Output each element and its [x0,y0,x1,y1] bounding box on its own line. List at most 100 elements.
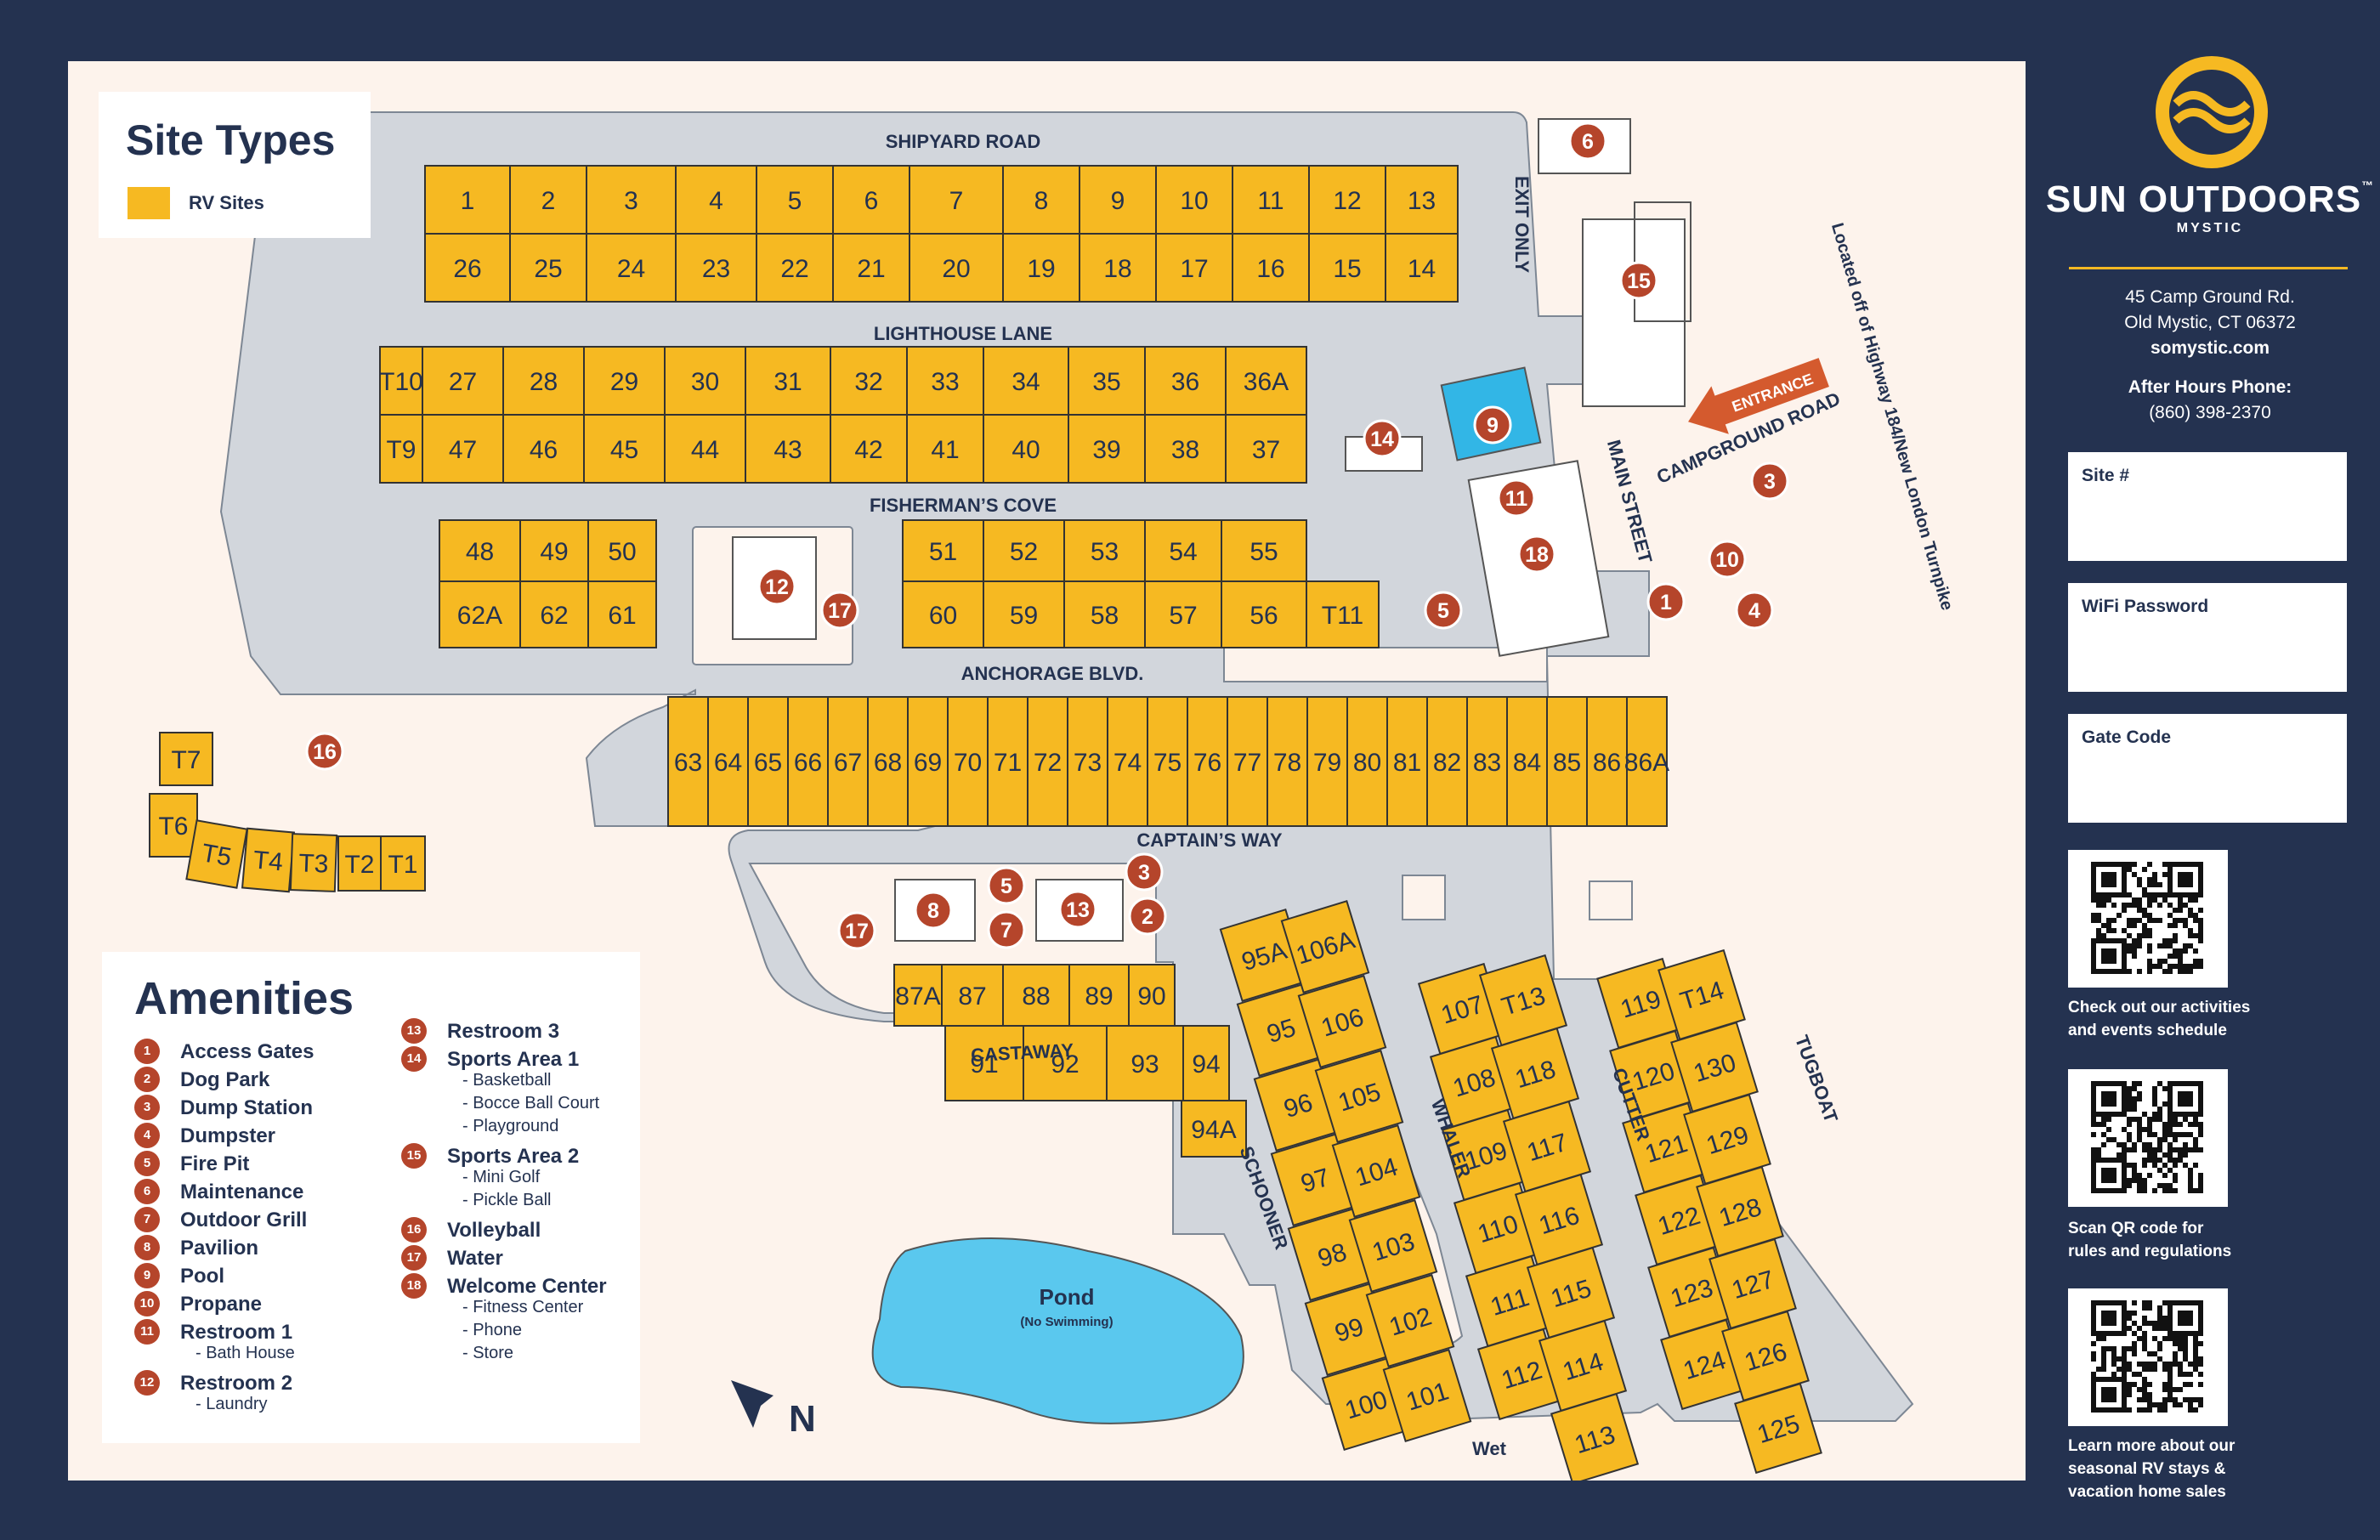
marker-3: 3 [1125,852,1164,892]
site-box [675,233,757,303]
site-T7: T7 [159,732,213,786]
amenity-label: Restroom 2 [180,1372,293,1395]
qr-code-icon [2091,1300,2203,1413]
site-label: 79 [1313,749,1341,777]
site-78: 78 [1266,696,1308,827]
amenity-label: Restroom 3 [447,1020,560,1043]
marker-9: 9 [1473,405,1512,444]
site-5: 5 [756,165,834,235]
site-114: 114 [1538,1319,1628,1413]
site-50: 50 [587,519,657,582]
marker-number: 4 [1748,599,1760,623]
site-box [1348,1198,1438,1294]
qr-code-seasonal[interactable] [2068,1288,2228,1426]
site-label: 1 [461,187,475,215]
site-34: 34 [983,346,1069,416]
site-41: 41 [906,414,984,484]
amenity-sub: - Basketball [462,1071,552,1090]
amenity-label: Propane [180,1293,263,1316]
gate-code-field[interactable]: Gate Code [2068,714,2347,823]
site-label: 32 [854,368,882,396]
site-106A: 106A [1280,899,1370,994]
marker-number: 8 [927,899,939,923]
site-13: 13 [1385,165,1459,235]
site-box [756,233,834,303]
site-87: 87 [941,964,1004,1027]
site-box [1144,414,1227,484]
site-64: 64 [707,696,749,827]
site-box [944,1025,1024,1101]
qr-code-rules[interactable] [2068,1069,2228,1207]
site-box [1063,580,1146,648]
site-box [586,165,677,235]
site-label: 82 [1433,749,1461,777]
site-94A: 94A [1181,1100,1247,1158]
site-types-title: Site Types [126,116,336,164]
site-label: 36 [1171,368,1199,396]
site-label: T2 [344,851,374,879]
website-link[interactable]: somystic.com [2150,338,2270,358]
amenity-marker-15: 15 [401,1143,427,1169]
wifi-password-field[interactable]: WiFi Password [2068,583,2347,692]
site-label: 62A [457,602,502,630]
site-105: 105 [1314,1049,1404,1144]
site-69: 69 [907,696,949,827]
site-box [1144,346,1227,416]
site-25: 25 [509,233,587,303]
amenity-marker-17: 17 [401,1245,427,1271]
road-lighthouse: LIGHTHOUSE LANE [874,323,1052,344]
site-84: 84 [1506,696,1548,827]
site-label: 77 [1233,749,1261,777]
site-box [832,233,910,303]
marker-4: 4 [1735,591,1774,630]
site-55: 55 [1221,519,1307,582]
site-box [787,696,829,827]
site-box [1426,696,1468,827]
site-label: 81 [1393,749,1421,777]
site-label: 39 [1092,436,1120,464]
amenity-marker-10: 10 [134,1291,160,1316]
site-box [586,233,677,303]
amenity-marker-12: 12 [134,1370,160,1396]
site-label: 56 [1250,602,1278,630]
site-label: T6 [158,812,188,841]
site-box [424,233,511,303]
site-48: 48 [439,519,521,582]
road-tugboat: TUGBOAT [1791,1033,1842,1126]
site-70: 70 [947,696,989,827]
site-label: T5 [200,839,234,872]
site-73: 73 [1067,696,1108,827]
site-box [1225,414,1307,484]
site-30: 30 [664,346,746,416]
site-36: 36 [1144,346,1227,416]
site-label: 5 [788,187,802,215]
site-label: 9 [1111,187,1125,215]
site-53: 53 [1063,519,1146,582]
site-label: 3 [624,187,638,215]
amenity-marker-8: 8 [134,1235,160,1260]
site-label: 43 [774,436,802,464]
site-box [1546,696,1588,827]
site-label: T4 [252,846,284,877]
amenity-sub: - Store [462,1344,514,1362]
amenity-label: Dog Park [180,1068,270,1091]
site-3: 3 [586,165,677,235]
site-57: 57 [1144,580,1222,648]
site-number-field[interactable]: Site # [2068,452,2347,561]
site-label: 69 [914,749,942,777]
site-box [745,346,831,416]
rv-swatch [128,187,170,219]
marker-number: 18 [1525,543,1549,567]
site-label: 7 [949,187,964,215]
site-box [1068,964,1130,1027]
site-box [1346,696,1388,827]
site-29: 29 [583,346,666,416]
site-1: 1 [424,165,511,235]
site-12: 12 [1308,165,1386,235]
qr-code-activities[interactable] [2068,850,2228,988]
site-126: 126 [1721,1310,1810,1402]
